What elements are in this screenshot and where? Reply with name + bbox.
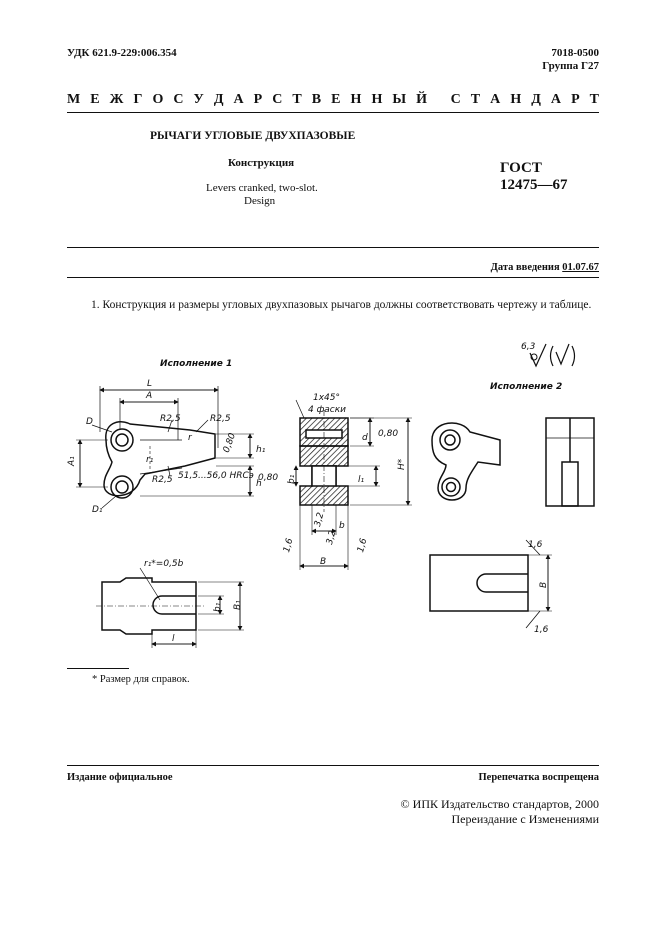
version2-side-view bbox=[545, 417, 595, 507]
lever-front-view bbox=[76, 386, 254, 509]
banner-letter: С bbox=[173, 92, 184, 107]
banner-letter: Ы bbox=[392, 92, 407, 107]
footnote-rule bbox=[67, 668, 129, 669]
clause-1: 1. Конструкция и размеры угловых двухпаз… bbox=[91, 299, 592, 311]
lever-section-view bbox=[293, 399, 412, 570]
roughness-16-d: 1,6 bbox=[534, 625, 549, 635]
banner-letter: М bbox=[67, 92, 81, 107]
doc-group: Группа Г27 bbox=[542, 60, 599, 72]
doc-code-block: 7018-0500 Группа Г27 bbox=[542, 47, 599, 73]
radius-R25-right: R2,5 bbox=[210, 414, 231, 424]
roughness-32-a: 3,2 bbox=[313, 511, 326, 528]
intro-date-value: 01.07.67 bbox=[562, 262, 599, 273]
banner-letter: Д bbox=[531, 92, 541, 107]
doc-code: 7018-0500 bbox=[551, 47, 599, 59]
radius-R25-top: R2,5 bbox=[160, 414, 181, 424]
banner-letter: А bbox=[550, 92, 562, 107]
roughness-080-b: 0,80 bbox=[258, 473, 278, 483]
dim-b1-section: b₁ bbox=[287, 474, 297, 484]
banner-letter: Й bbox=[416, 92, 428, 107]
svg-text:6,3: 6,3 bbox=[521, 342, 536, 352]
top-rule bbox=[67, 112, 599, 113]
banner-letter: Т bbox=[589, 92, 599, 107]
banner-letter: Е bbox=[90, 92, 100, 107]
dim-b1-top: b₁ bbox=[213, 602, 223, 612]
radius-r1: r₁ bbox=[146, 455, 154, 465]
dim-l: l bbox=[172, 634, 175, 644]
dim-l1: l₁ bbox=[358, 475, 365, 485]
dim-b: b bbox=[339, 521, 345, 531]
roughness-080-a: 0,80 bbox=[222, 432, 238, 455]
dim-d: d bbox=[362, 433, 368, 443]
title-rule bbox=[67, 247, 599, 248]
roughness-080-c: 0,80 bbox=[378, 429, 398, 439]
gost-code: 12475—67 bbox=[500, 177, 568, 193]
dim-h: h bbox=[256, 479, 262, 489]
dim-D1: D₁ bbox=[92, 505, 103, 515]
reissue-note: Переиздание с Изменениями bbox=[451, 812, 599, 826]
banner-letter: Ж bbox=[109, 92, 124, 107]
chamfer-size: 1x45° bbox=[313, 393, 340, 403]
gost-number: ГОСТ 12475—67 bbox=[500, 160, 568, 194]
gost-label: ГОСТ bbox=[500, 160, 542, 176]
banner-letter: Н bbox=[371, 92, 383, 107]
version2-top-view bbox=[429, 539, 552, 629]
banner-letter: С bbox=[450, 92, 461, 107]
english-title: Levers cranked, two-slot. bbox=[206, 182, 318, 194]
version2-label: Исполнение 2 bbox=[490, 382, 562, 392]
roughness-32-b: 3,2 bbox=[325, 529, 338, 546]
banner-letter: Н bbox=[510, 92, 522, 107]
version2-front-view bbox=[431, 422, 501, 501]
banner-letter: У bbox=[193, 92, 204, 107]
official-edition: Издание официальное bbox=[67, 772, 173, 783]
radius-r: r bbox=[188, 433, 193, 443]
banner-letter: А bbox=[233, 92, 244, 107]
dim-A: A bbox=[145, 391, 152, 401]
roughness-16-b: 1,6 bbox=[356, 537, 369, 554]
banner-letter: Г bbox=[133, 92, 143, 107]
reprint-prohibited: Перепечатка воспрещена bbox=[478, 772, 599, 783]
banner-letter: Р bbox=[571, 92, 580, 107]
english-subtitle: Design bbox=[244, 195, 276, 207]
dim-A1: A₁ bbox=[67, 456, 77, 467]
dim-B1: B₁ bbox=[233, 600, 243, 610]
lever-top-view bbox=[96, 567, 244, 648]
dim-L: L bbox=[147, 379, 152, 389]
banner-letter: Т bbox=[470, 92, 481, 107]
copyright-block: © ИПК Издательство стандартов, 2000 Пере… bbox=[401, 797, 599, 827]
dim-B-section: B bbox=[320, 557, 326, 567]
roughness-16-c: 1,6 bbox=[528, 540, 543, 550]
version1-label: Исполнение 1 bbox=[160, 359, 232, 369]
footer-rule bbox=[67, 765, 599, 766]
banner-letter: В bbox=[311, 92, 322, 107]
dim-H-star: H* bbox=[397, 458, 407, 470]
banner-letter: Д bbox=[213, 92, 224, 107]
udk-code: УДК 621.9-229:006.354 bbox=[67, 47, 177, 59]
doc-title: РЫЧАГИ УГЛОВЫЕ ДВУХПАЗОВЫЕ bbox=[150, 130, 356, 142]
dim-h1: h₁ bbox=[256, 445, 266, 455]
copyright: © ИПК Издательство стандартов, 2000 bbox=[400, 797, 599, 811]
banner-letter: Е bbox=[331, 92, 341, 107]
date-rule bbox=[67, 277, 599, 278]
doc-subtitle: Конструкция bbox=[228, 157, 295, 169]
intro-date: Дата введения 01.07.67 bbox=[491, 262, 599, 273]
intro-date-label: Дата введения bbox=[490, 262, 560, 273]
radius-R25-bottom: R2,5 bbox=[152, 475, 173, 485]
dim-D: D bbox=[86, 417, 93, 427]
banner-letter: Н bbox=[350, 92, 362, 107]
banner-letter: О bbox=[152, 92, 164, 107]
footnote: * Размер для справок. bbox=[92, 674, 190, 685]
banner-letter: А bbox=[490, 92, 501, 107]
banner-letter: С bbox=[272, 92, 283, 107]
radius-r1-formula: r₁*=0,5b bbox=[144, 559, 184, 569]
banner-letter: Т bbox=[292, 92, 302, 107]
hardness-note: 51,5...56,0 HRCэ bbox=[178, 471, 254, 481]
roughness-16-a: 1,6 bbox=[282, 537, 295, 554]
banner-letter: Р bbox=[253, 92, 263, 107]
chamfer-count: 4 фаски bbox=[308, 405, 346, 415]
dim-B-right: B bbox=[539, 582, 549, 588]
roughness-symbol-main: 6,3 bbox=[521, 342, 576, 368]
